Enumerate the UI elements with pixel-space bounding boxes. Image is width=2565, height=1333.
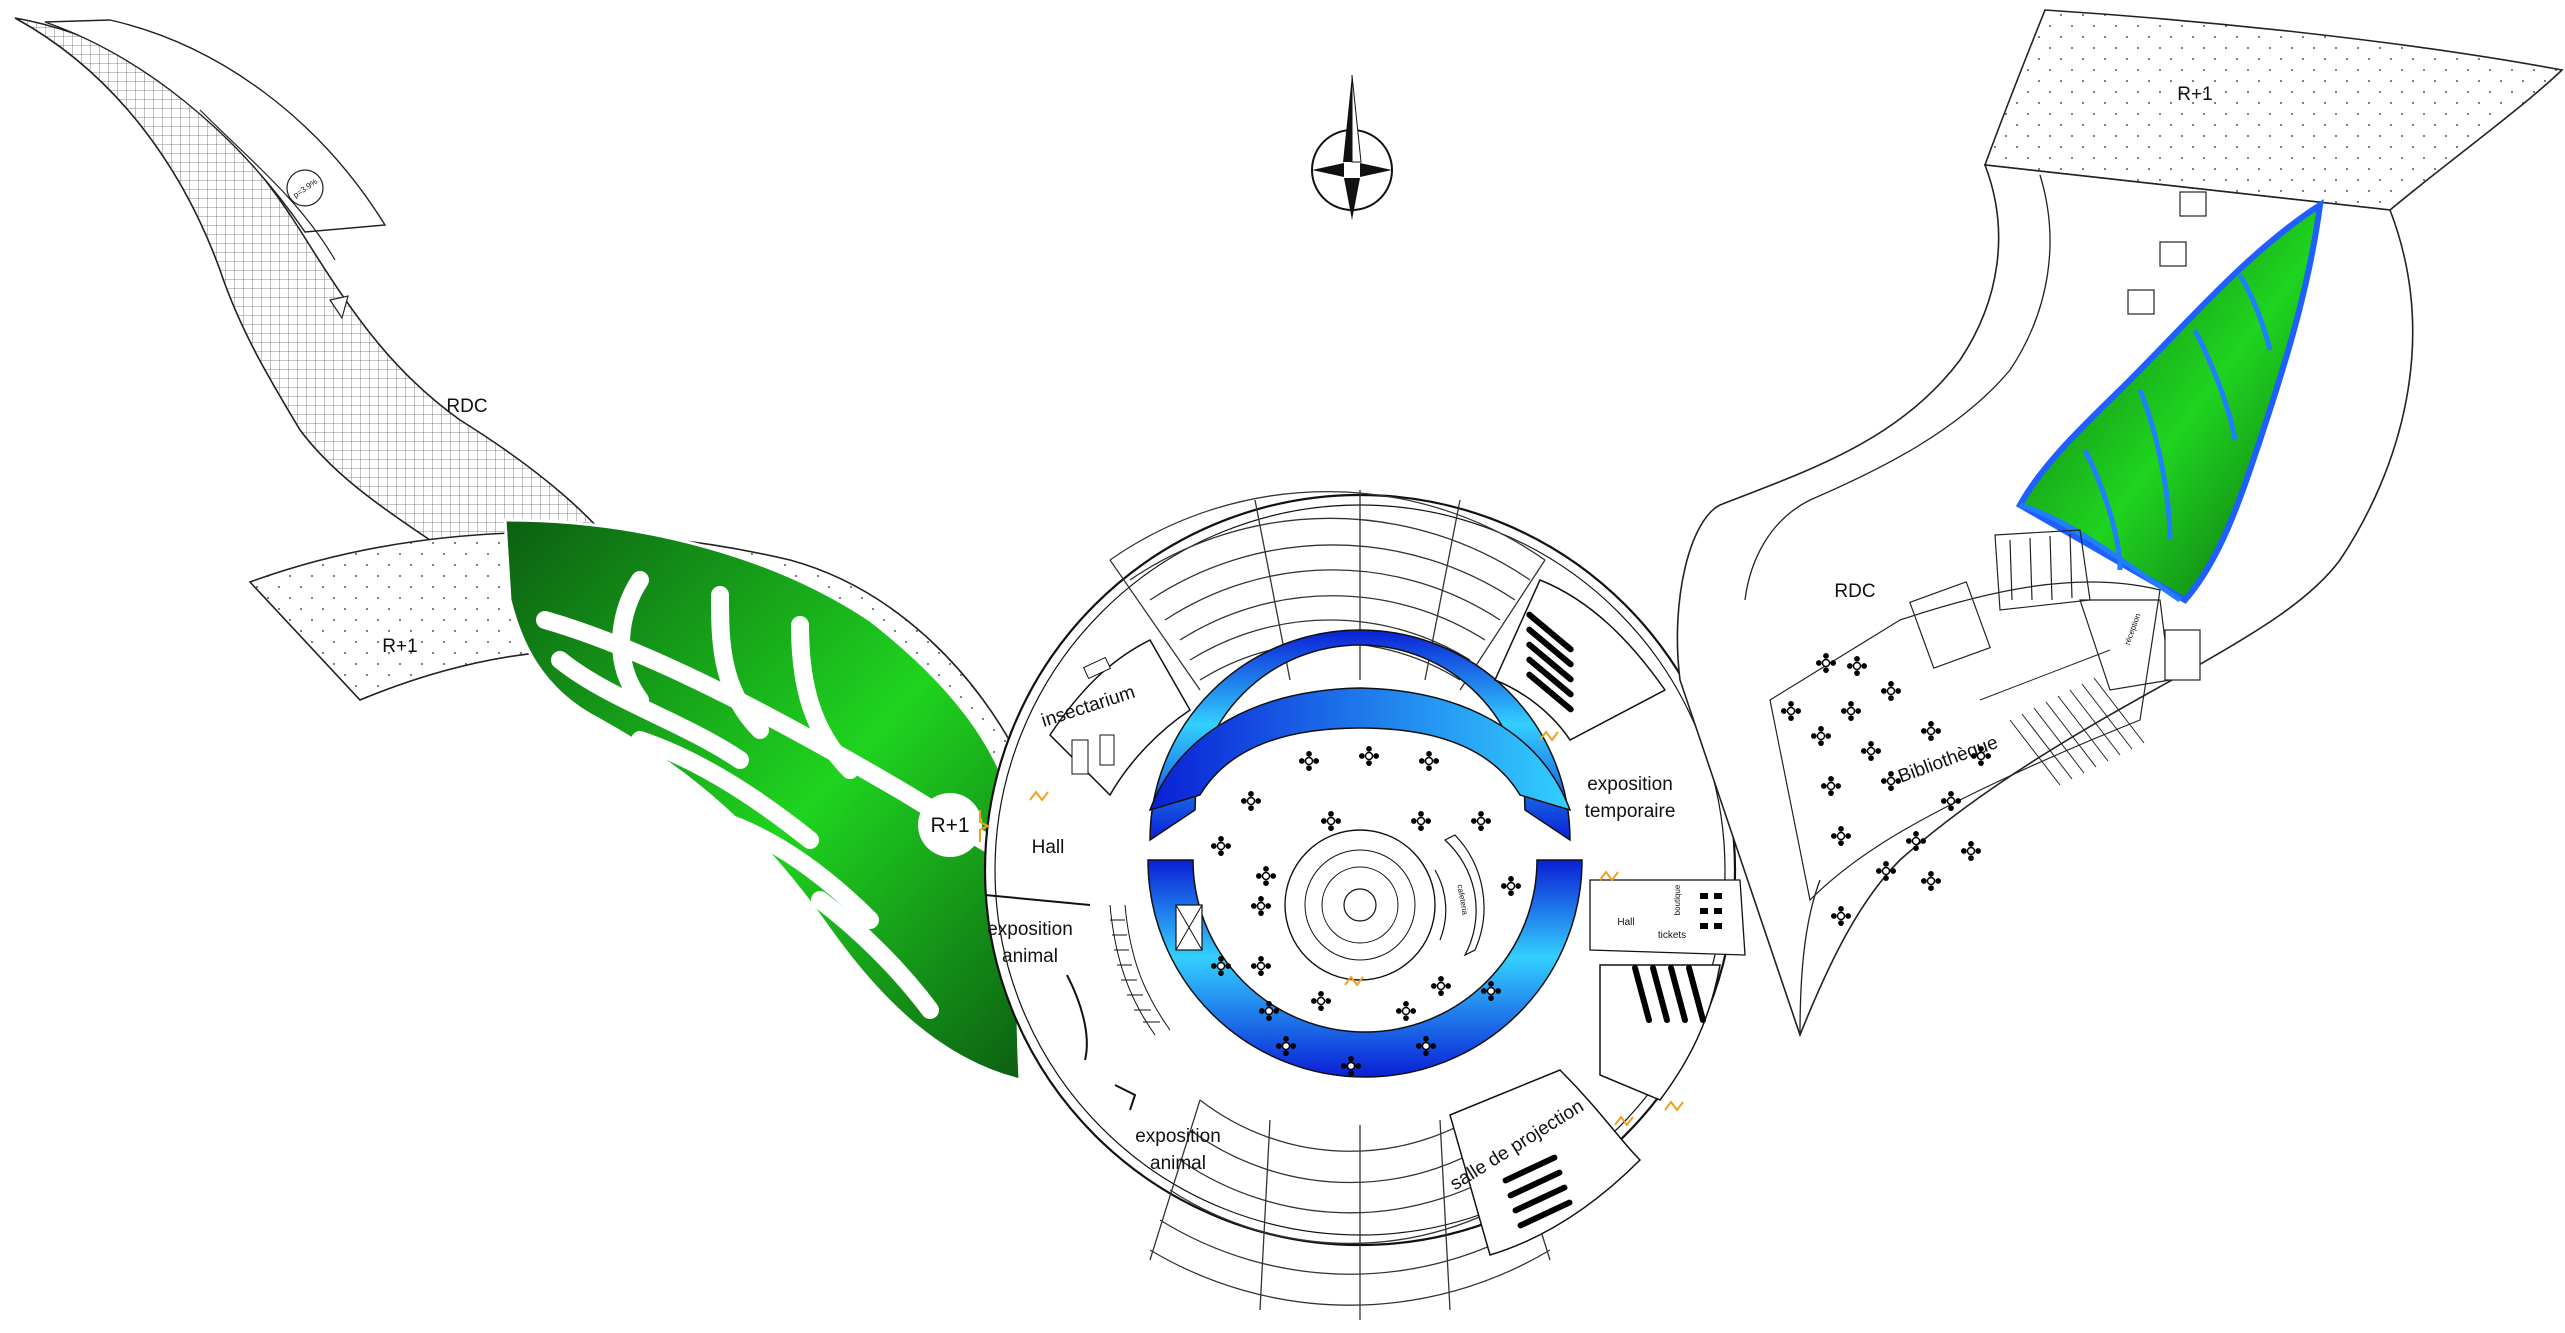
left-wing: p=3.9% RDC R+1 R+1 — [14, 17, 1022, 1082]
auditorium-mid-right — [1599, 964, 1721, 1101]
expo-animal-2-line2: animal — [1150, 1153, 1206, 1174]
planter-box — [2179, 191, 2207, 217]
hall-right-room — [1589, 879, 1746, 956]
ramp-arrow-head — [329, 295, 349, 320]
table-group — [1960, 840, 1982, 862]
expo-temp-line2: temporaire — [1585, 801, 1676, 822]
hall-left-label: Hall — [1032, 837, 1065, 858]
expo-partition-2 — [1114, 1084, 1137, 1111]
expo-animal-1-line1: exposition — [987, 919, 1073, 940]
leaf-strip-veins — [2019, 273, 2273, 603]
expo-animal-2-line1: exposition — [1135, 1126, 1221, 1147]
r1-left-label: R+1 — [382, 636, 417, 657]
stair-ring — [1304, 849, 1416, 961]
library-room — [1769, 581, 2161, 902]
table-group — [1920, 870, 1942, 892]
rdc-right-inner-curve — [1744, 174, 2051, 601]
blue-ring-top — [1149, 629, 1571, 842]
planter-box — [2159, 241, 2187, 267]
cafeteria-bar — [1443, 834, 1485, 957]
doors — [979, 730, 1684, 1127]
expo-temp-line1: exposition — [1587, 774, 1673, 795]
right-wing: R+1 RDC Bibliothèque — [1676, 9, 2564, 1038]
tickets-label: tickets — [1658, 930, 1686, 941]
rdc-right-label: RDC — [1834, 581, 1875, 602]
left-stair — [1109, 904, 1171, 1036]
expo-animal-1-line2: animal — [1002, 946, 1058, 967]
ramp-slope-badge — [286, 169, 324, 207]
leaf-node — [918, 793, 982, 857]
seating-wedge-top — [1109, 490, 1546, 691]
hall-right-label: Hall — [1617, 917, 1634, 928]
hall-divider — [984, 894, 1091, 906]
expo-partition — [1066, 974, 1088, 1061]
boutique-label: boutique — [1673, 884, 1682, 915]
central-rotunda: cafeteria insectarium — [979, 490, 1746, 1320]
r1-center-left-label: R+1 — [930, 814, 969, 837]
stair-core — [1343, 888, 1377, 922]
planter-box — [2127, 289, 2155, 315]
compass-rose-icon — [1311, 74, 1393, 220]
stair-ring-2 — [1321, 866, 1399, 944]
r1-right-label: R+1 — [2177, 84, 2212, 105]
r1-right-zone — [1983, 9, 2564, 211]
library-shelves — [1979, 649, 2145, 786]
office-room — [2164, 629, 2201, 681]
cafeteria-counter — [1434, 869, 1447, 941]
blue-ring-main — [1147, 859, 1583, 1078]
hall-right-furniture — [1700, 893, 1722, 929]
leaf-strip-right — [2015, 198, 2324, 604]
blue-band-top — [1148, 687, 1572, 812]
insectarium-showcases — [1071, 656, 1115, 775]
service-block — [1909, 529, 2171, 691]
rdc-left-label: RDC — [446, 396, 487, 417]
ramp-arrow-line — [199, 109, 336, 261]
